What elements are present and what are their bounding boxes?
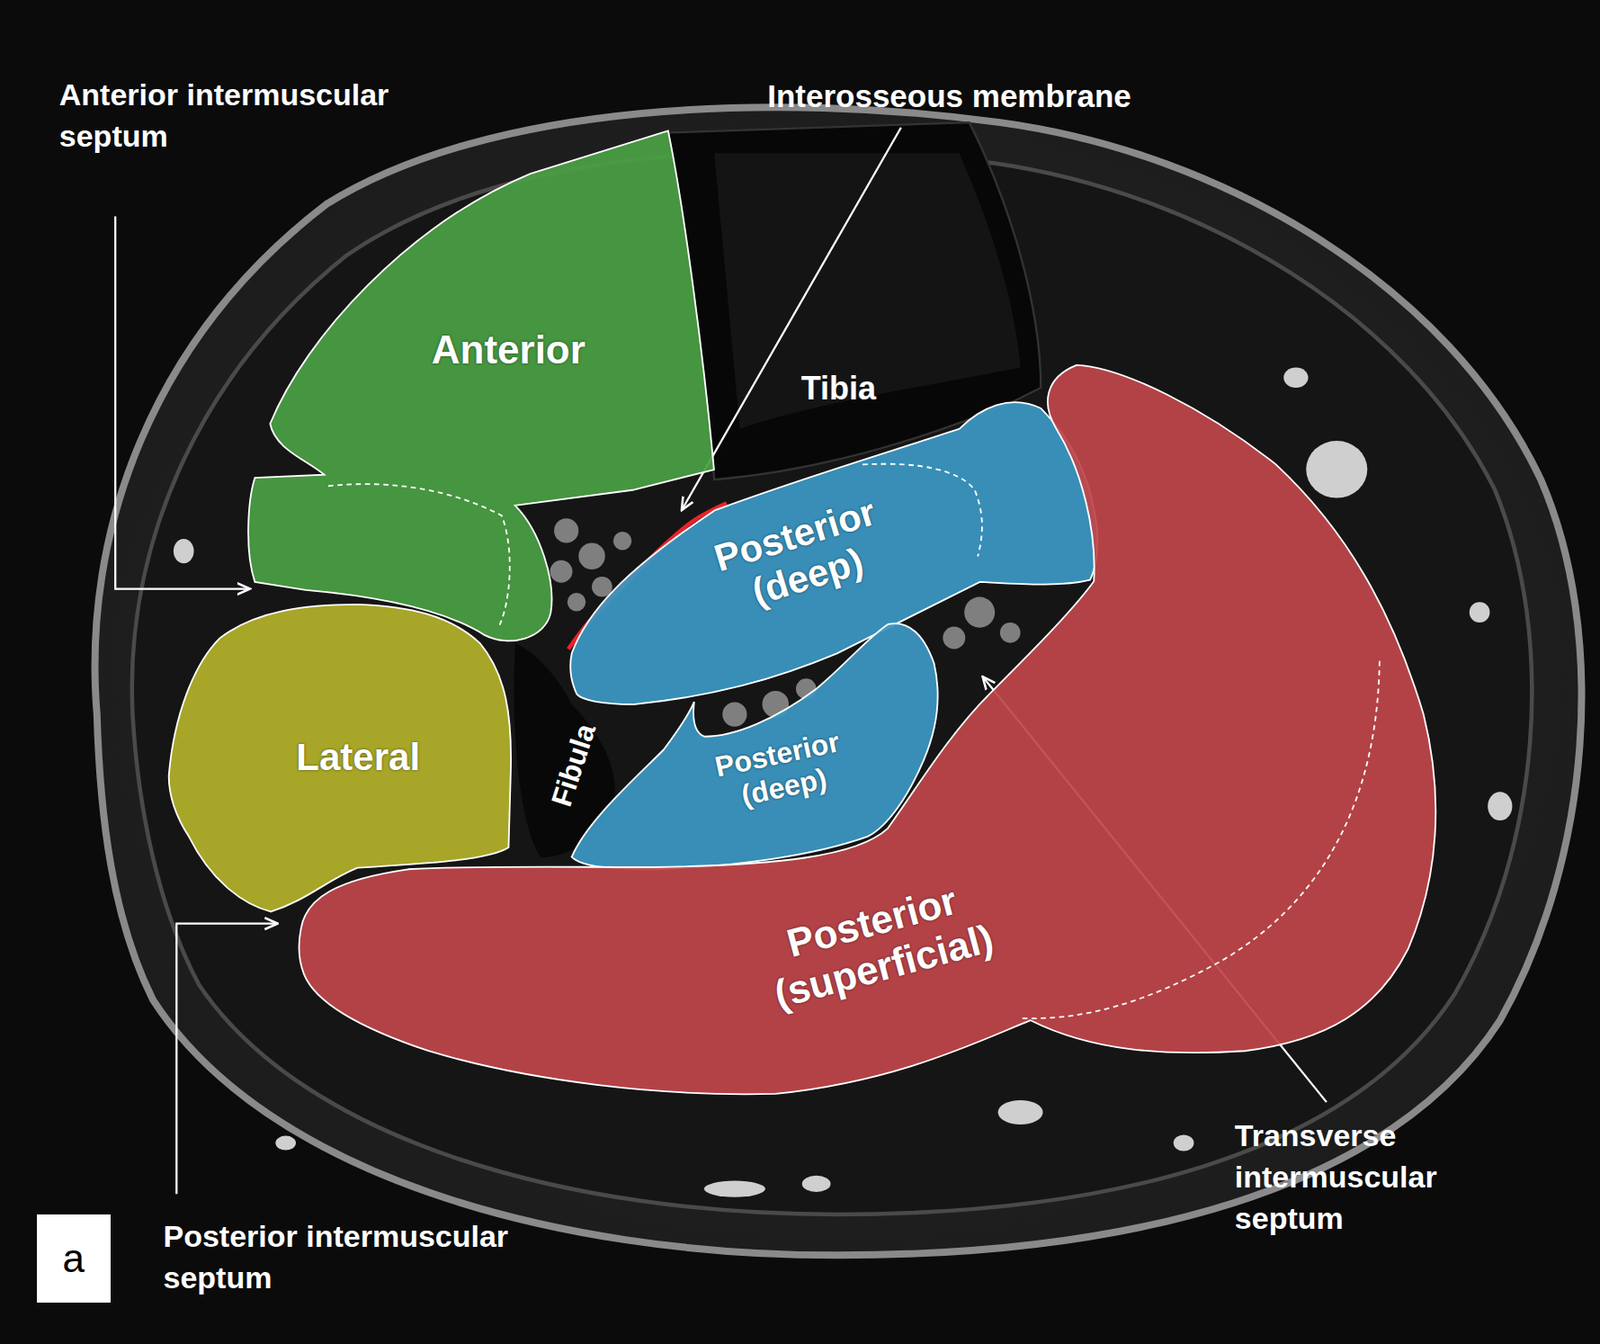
septum-label: Posterior intermuscular septum	[163, 1215, 587, 1299]
leader-line	[176, 923, 278, 1195]
leader-line	[681, 127, 902, 510]
tibia-marrow	[714, 152, 1020, 429]
septum-label: Anterior intermuscular septum	[59, 74, 492, 158]
compartment-outline	[570, 402, 1098, 705]
compartment-outline	[298, 365, 1436, 1094]
posterior-superficial-compartment: Posterior (superficial)	[295, 358, 1444, 1097]
compartment-name: Lateral	[294, 735, 421, 779]
compartment-name: Anterior	[429, 327, 587, 374]
septum-label: Transverse intermuscular septum	[1234, 1115, 1496, 1240]
panel-letter: a	[36, 1214, 111, 1303]
bone-label: Tibia	[801, 366, 876, 412]
muscle-boundary	[1020, 661, 1380, 1019]
compartment-outline	[168, 604, 510, 912]
bone-label: Fibula	[542, 718, 606, 812]
skin-outline	[95, 107, 1583, 1255]
leader-line	[115, 215, 251, 589]
membrane-label: Interosseous membrane	[767, 74, 1132, 117]
fascia-outline	[132, 150, 1533, 1214]
muscle-boundary	[862, 464, 983, 557]
